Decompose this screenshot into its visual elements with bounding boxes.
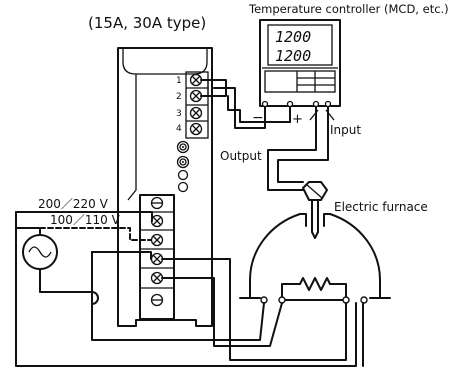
terminal-number-2: 2 xyxy=(176,92,182,102)
terminal-number-1: 1 xyxy=(176,76,182,86)
supply-wiring xyxy=(15,211,364,367)
heater-element xyxy=(260,277,368,304)
terminal-4-screw-icon xyxy=(189,122,203,136)
output-plus-sign: + xyxy=(292,112,303,127)
terminal-number-4: 4 xyxy=(176,124,182,134)
output-wire-plus xyxy=(227,95,291,123)
thermocouple-probe-icon xyxy=(302,181,328,239)
output-label: Output xyxy=(220,149,262,163)
adjust-knob-icon xyxy=(176,140,190,154)
load-wiring xyxy=(161,258,347,361)
electric-furnace xyxy=(239,213,391,299)
voltage-main-label: 200／220 V xyxy=(38,197,109,211)
power-terminal-4-screw-icon xyxy=(150,271,164,285)
power-unit xyxy=(117,47,213,327)
output-minus-sign: − xyxy=(252,110,264,126)
output-wiring xyxy=(200,79,291,129)
display-process-value: 1200 xyxy=(275,28,311,46)
temperature-controller xyxy=(259,19,341,107)
control-terminal-block xyxy=(185,71,209,139)
furnace-label: Electric furnace xyxy=(334,200,428,214)
display-set-value: 1200 xyxy=(275,47,311,65)
controller-label: Temperature controller (MCD, etc.) xyxy=(248,2,449,16)
voltage-tap-label: 100／110 V xyxy=(50,213,121,227)
adjust-knob-icon xyxy=(176,155,190,169)
diagram-title: (15A, 30A type) xyxy=(88,14,206,32)
power-terminal-2-screw-icon xyxy=(150,233,164,247)
terminal-3-screw-icon xyxy=(189,106,203,120)
power-terminal-3-screw-icon xyxy=(150,252,164,266)
indicator-lamp-icon xyxy=(177,169,189,181)
terminal-number-3: 3 xyxy=(176,109,182,119)
controller-terminal xyxy=(286,100,294,108)
controller-terminal xyxy=(261,100,269,108)
power-terminal-1-screw-icon xyxy=(150,214,164,228)
power-terminal-bottom-screw-icon xyxy=(150,293,164,307)
terminal-2-screw-icon xyxy=(189,89,203,103)
power-terminal-top-screw-icon xyxy=(150,196,164,210)
controller-terminal xyxy=(324,100,332,108)
indicator-lamp-icon xyxy=(177,181,189,193)
input-label: Input xyxy=(330,123,361,137)
resistor-heater-icon xyxy=(299,277,331,291)
input-wiring xyxy=(267,106,335,191)
ac-source-icon xyxy=(22,234,58,270)
terminal-1-screw-icon xyxy=(189,73,203,87)
controller-terminal xyxy=(312,100,320,108)
